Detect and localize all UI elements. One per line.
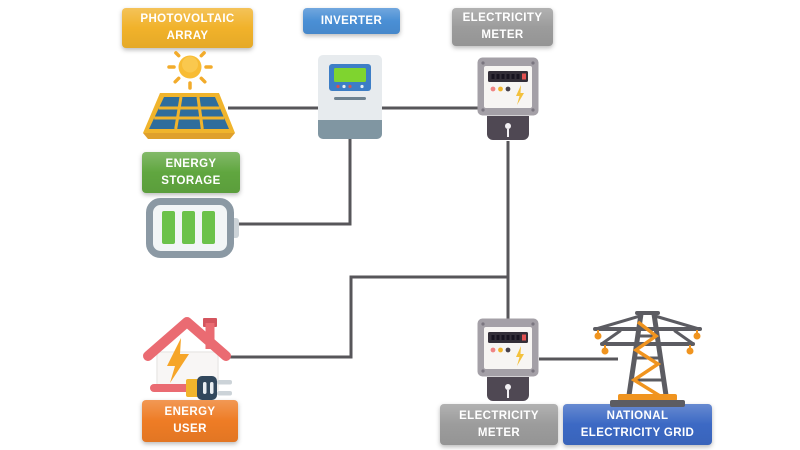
solar-panel-icon (143, 51, 235, 139)
battery-icon (146, 198, 239, 258)
plug-icon (150, 376, 232, 400)
label-photovoltaic-array: PHOTOVOLTAIC ARRAY (122, 8, 253, 48)
sun-icon (167, 51, 213, 90)
electricity-meter-icon-bottom (477, 318, 539, 401)
label-energy-storage: ENERGY STORAGE (142, 152, 240, 193)
house-icon (143, 317, 232, 400)
label-national-electricity-grid: NATIONAL ELECTRICITY GRID (563, 404, 712, 445)
lightning-bolt-icon (167, 338, 189, 383)
label-energy-user: ENERGY USER (142, 400, 238, 442)
electricity-meter-icon-top (477, 57, 539, 140)
panel (143, 93, 235, 139)
inverter-icon (318, 55, 382, 139)
insulators (594, 330, 701, 355)
label-inverter: INVERTER (303, 8, 400, 34)
label-electricity-meter-top: ELECTRICITY METER (452, 8, 553, 46)
transmission-tower-icon (593, 311, 702, 407)
label-electricity-meter-bottom: ELECTRICITY METER (440, 404, 558, 445)
